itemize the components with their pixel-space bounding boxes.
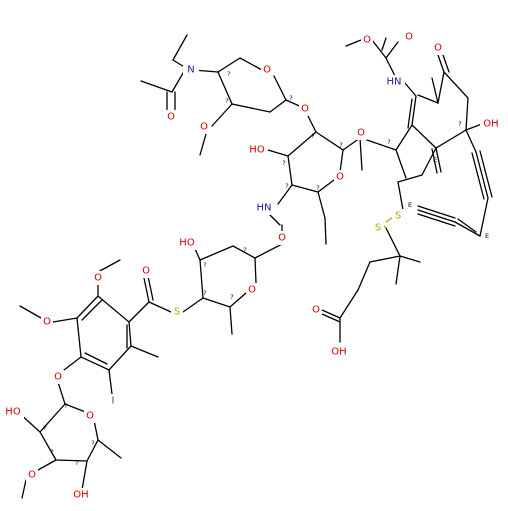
atom-o-thioester: O [142, 266, 150, 277]
atom-nh-hydroxylamine: HN [257, 203, 272, 214]
atom-nh-carbamate: HN [387, 77, 402, 88]
stereo-marker: ? [75, 459, 78, 467]
stereo-marker: ? [203, 261, 206, 269]
stereo-marker: ? [458, 120, 461, 128]
atom-o-glyco-core: O [357, 128, 365, 139]
atom-o-carbamate-ester: O [363, 35, 371, 46]
atom-s-disulfide-1: S [395, 211, 401, 222]
stereo-marker: ? [316, 184, 319, 192]
atom-o-methoxy-a: O [200, 122, 208, 133]
atom-oh-d2: OH [73, 490, 88, 501]
atom-oh-acid: OH [331, 347, 346, 358]
alkene-stereo-label: E [433, 156, 437, 164]
stereo-marker: ? [50, 448, 53, 456]
stereo-marker: ? [225, 97, 228, 105]
atom-o-ring-b: O [336, 172, 344, 183]
stereo-marker: ? [230, 293, 233, 301]
stereo-marker: ? [282, 159, 285, 167]
atom-labels: N O O O O HO O O HN O HO O S O O O I O [2, 30, 502, 502]
stereo-marker: ? [203, 289, 206, 297]
atom-o-ring-c: O [248, 285, 256, 296]
stereo-marker: ? [227, 70, 230, 78]
stereo-marker: ? [243, 246, 246, 254]
atom-oh-core: OH [483, 119, 498, 130]
stereo-markers: ? ? ? ? ? ? ? ? ? ? ? ? ? ? ? ? ? ? ? E … [43, 70, 489, 467]
stereo-marker: ? [289, 94, 292, 102]
atom-oh-d1: HO [5, 407, 21, 418]
stereo-marker: ? [339, 141, 342, 149]
atom-oh-c: HO [179, 238, 195, 249]
stereo-marker: ? [64, 402, 67, 410]
atom-s-thioester: S [174, 307, 180, 318]
stereo-marker: ? [43, 424, 46, 432]
atom-o-hydroxylamine: O [278, 233, 286, 244]
atom-o-aryl-ether: O [54, 372, 62, 383]
atom-o-ring-a: O [263, 65, 271, 76]
atom-oh-b: HO [249, 145, 265, 156]
atom-o-acid-carbonyl: O [312, 305, 320, 316]
stereo-marker: ? [311, 132, 314, 140]
stereo-marker: ? [387, 138, 390, 146]
bond-lines [17, 34, 493, 499]
atom-o-enone: O [434, 43, 442, 54]
atom-o-carbamate-carbonyl: O [405, 32, 413, 43]
stereo-marker: ? [285, 182, 288, 190]
atom-o-ring-d: O [86, 411, 94, 422]
atom-o-acetyl: O [167, 112, 175, 123]
atom-s-disulfide-2: S [375, 223, 381, 234]
stereo-marker: ? [91, 439, 94, 447]
alkene-stereo-label: E [408, 201, 412, 209]
alkene-stereo-label: E [485, 232, 489, 240]
atom-o-methoxy-1: O [94, 273, 102, 284]
atom-o-methoxy-d: O [28, 470, 36, 481]
atom-iodine: I [112, 396, 115, 407]
atom-o-glyco-ab: O [301, 104, 309, 115]
atom-n-acetamide: N [187, 65, 194, 76]
atom-o-methoxy-2: O [43, 317, 51, 328]
